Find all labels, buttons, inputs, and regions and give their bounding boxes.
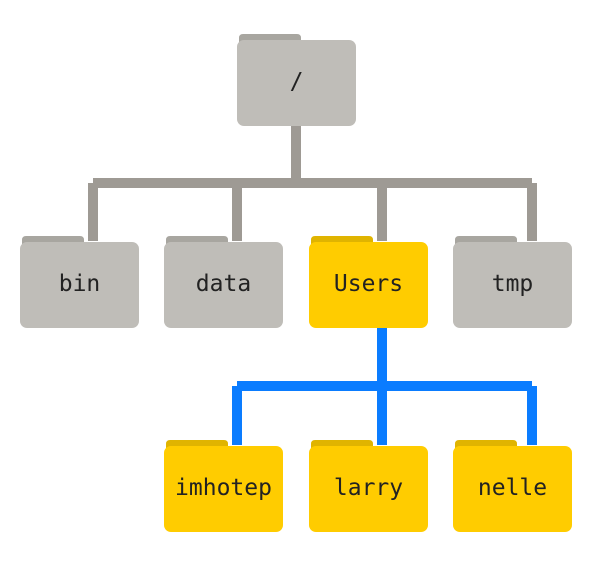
folder-larry: larry (309, 440, 428, 532)
folder-icon (237, 40, 356, 126)
tree-nodes: / bin data Users tmp imhotep larry nelle (20, 34, 572, 532)
folder-icon (309, 446, 428, 532)
folder-label: nelle (478, 475, 547, 501)
folder-root: / (237, 34, 356, 126)
tree-connectors (88, 126, 537, 445)
folder-icon (164, 446, 283, 532)
folder-nelle: nelle (453, 440, 572, 532)
folder-label: larry (334, 475, 403, 501)
folder-icon (309, 242, 428, 328)
folder-label: tmp (492, 271, 534, 297)
folder-label: bin (59, 271, 101, 297)
folder-imhotep: imhotep (164, 440, 283, 532)
folder-data: data (164, 236, 283, 328)
folder-label: data (196, 271, 251, 297)
folder-label: Users (334, 271, 403, 297)
folder-tmp: tmp (453, 236, 572, 328)
folder-label: imhotep (175, 475, 272, 501)
folder-bin: bin (20, 236, 139, 328)
folder-icon (164, 242, 283, 328)
folder-icon (453, 446, 572, 532)
folder-icon (20, 242, 139, 328)
folder-users: Users (309, 236, 428, 328)
folder-label: / (290, 69, 304, 95)
folder-icon (453, 242, 572, 328)
